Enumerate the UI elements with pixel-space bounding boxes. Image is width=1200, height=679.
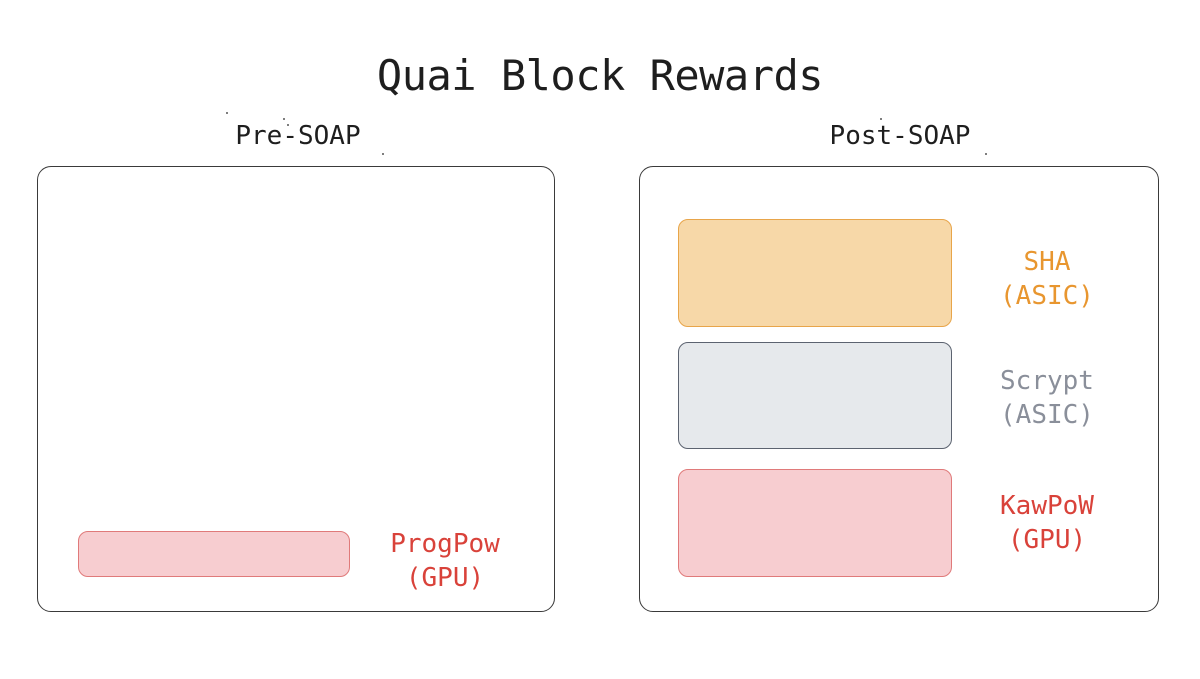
decorative-dot	[985, 153, 987, 155]
scrypt-label-line1: Scrypt	[1000, 366, 1094, 396]
sha-label: SHA (ASIC)	[962, 245, 1132, 313]
decorative-dot	[287, 124, 289, 126]
kawpow-label-line1: KawPoW	[1000, 491, 1094, 521]
decorative-dot	[283, 118, 285, 120]
decorative-dot	[880, 118, 882, 120]
progpow-label-line1: ProgPow	[390, 529, 500, 559]
scrypt-label: Scrypt (ASIC)	[962, 364, 1132, 432]
sha-label-line1: SHA	[1023, 247, 1071, 277]
pre-soap-label: Pre-SOAP	[235, 121, 361, 151]
progpow-label-line2: (GPU)	[405, 563, 485, 593]
post-soap-label: Post-SOAP	[829, 121, 971, 151]
scrypt-label-line2: (ASIC)	[1000, 400, 1094, 430]
kawpow-label: KawPoW (GPU)	[962, 489, 1132, 557]
sha-bar	[678, 219, 952, 327]
scrypt-bar	[678, 342, 952, 449]
decorative-dot	[382, 153, 384, 155]
kawpow-label-line2: (GPU)	[1007, 525, 1087, 555]
post-soap-panel: SHA (ASIC) Scrypt (ASIC) KawPoW (GPU)	[639, 166, 1159, 612]
diagram-title: Quai Block Rewards	[376, 51, 824, 100]
decorative-dot	[226, 112, 228, 114]
sha-label-line2: (ASIC)	[1000, 281, 1094, 311]
kawpow-bar	[678, 469, 952, 577]
progpow-label: ProgPow (GPU)	[360, 527, 530, 595]
progpow-bar	[78, 531, 350, 577]
pre-soap-panel: ProgPow (GPU)	[37, 166, 555, 612]
